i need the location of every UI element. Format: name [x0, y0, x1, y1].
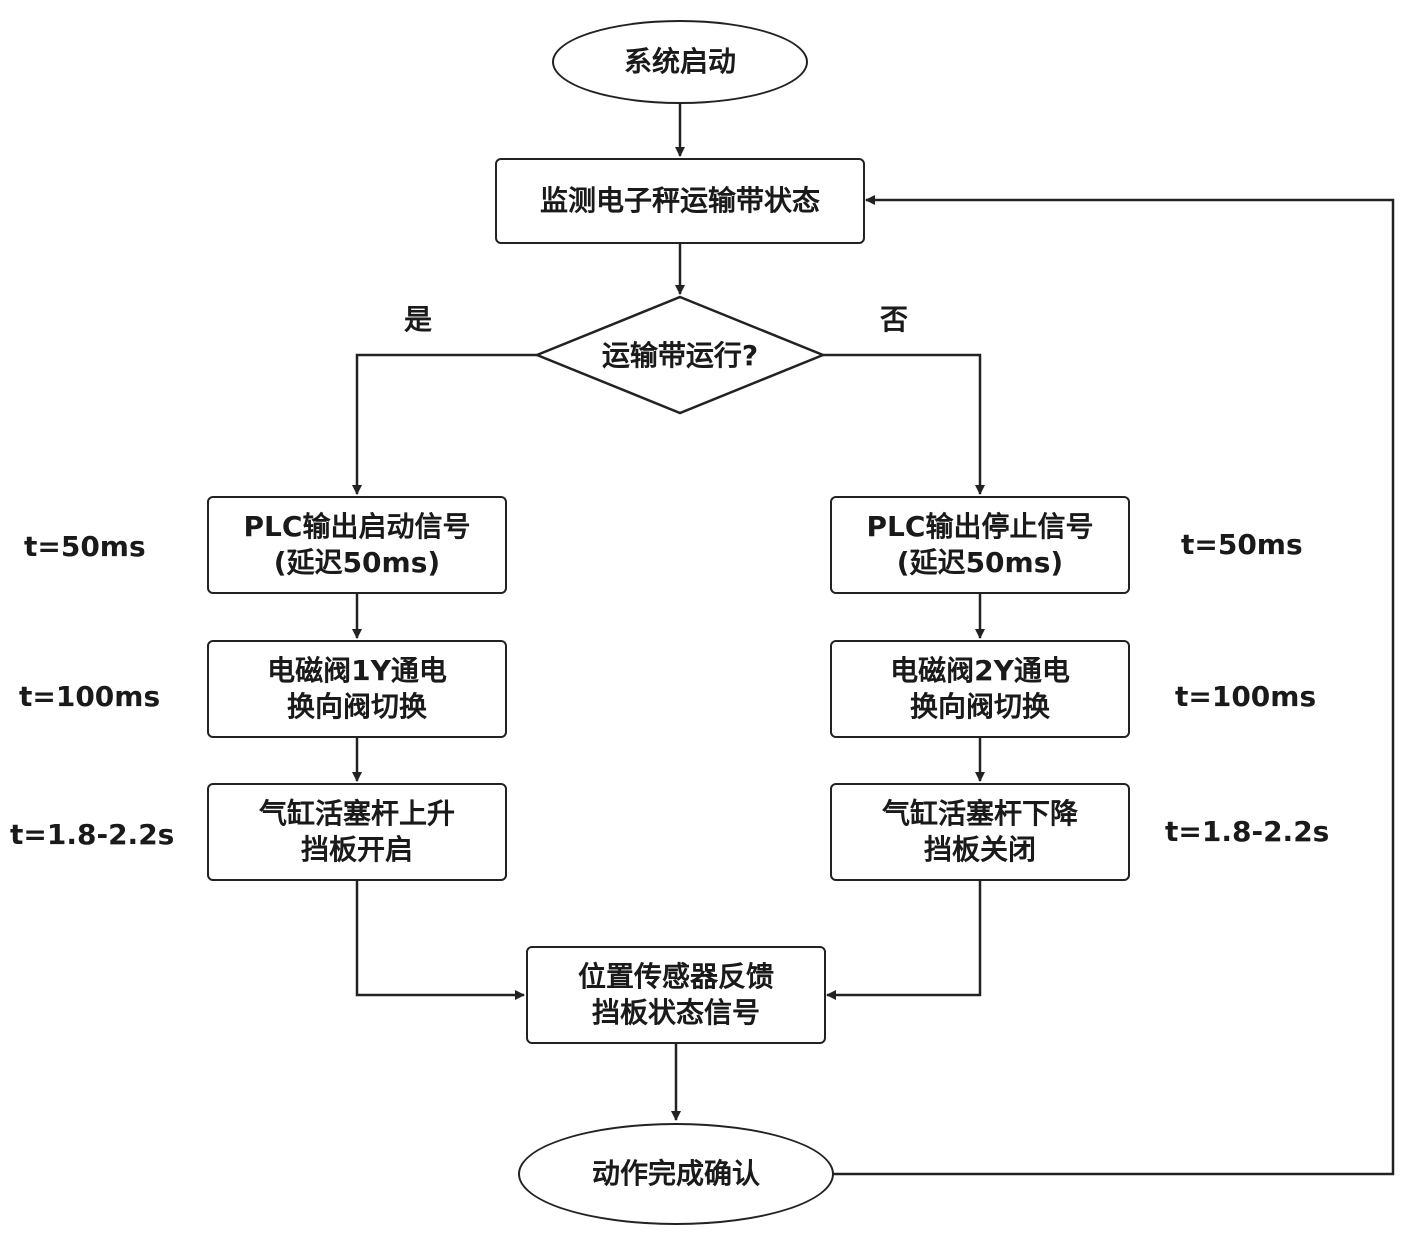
timing-right-valve: t=100ms [1175, 680, 1317, 713]
arrow-cyl-up-to-feedback [355, 880, 525, 1000]
arrow-cyl-down-to-feedback [826, 880, 982, 1000]
timing-right-cylinder: t=1.8-2.2s [1165, 815, 1330, 848]
decision-label: 运输带运行? [601, 339, 759, 372]
branch-yes-label: 是 [404, 303, 433, 336]
branch-no-label: 否 [880, 303, 909, 336]
decision-diamond [533, 295, 827, 415]
cylinder-down-node: 气缸活塞杆下降 挡板关闭 [830, 783, 1130, 881]
timing-left-plc: t=50ms [24, 530, 146, 563]
end-node: 动作完成确认 [518, 1123, 834, 1225]
timing-right-plc: t=50ms [1181, 528, 1303, 561]
valve-1y-node: 电磁阀1Y通电 换向阀切换 [207, 640, 507, 738]
arrow-loop-back [833, 195, 1395, 1176]
monitor-node: 监测电子秤运输带状态 [495, 158, 865, 244]
feedback-node: 位置传感器反馈 挡板状态信号 [526, 946, 826, 1044]
valve-2y-node: 电磁阀2Y通电 换向阀切换 [830, 640, 1130, 738]
arrow-no-branch [823, 353, 985, 495]
cylinder-up-node: 气缸活塞杆上升 挡板开启 [207, 783, 507, 881]
plc-stop-node: PLC输出停止信号 (延迟50ms) [830, 496, 1130, 594]
plc-start-node: PLC输出启动信号 (延迟50ms) [207, 496, 507, 594]
timing-left-valve: t=100ms [19, 680, 161, 713]
arrow-yes-branch [352, 353, 537, 495]
start-node: 系统启动 [552, 20, 808, 104]
timing-left-cylinder: t=1.8-2.2s [10, 818, 175, 851]
